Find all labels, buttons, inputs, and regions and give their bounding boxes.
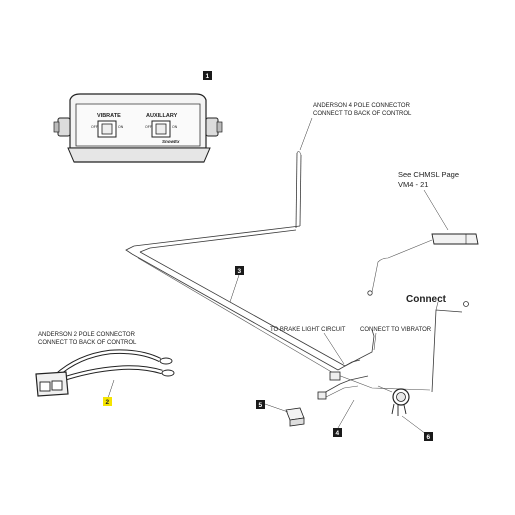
svg-text:1: 1 <box>206 73 210 80</box>
anderson-2-pole-label: ANDERSON 2 POLE CONNECTOR <box>38 332 136 338</box>
main-harness <box>125 151 479 393</box>
brand-logo: SnowEx <box>162 139 180 144</box>
part-tag-2: 2 <box>103 397 112 406</box>
connect-label: Connect <box>406 294 447 305</box>
chmsl-label: See CHMSL Page <box>398 170 459 179</box>
control-box: VIBRATE AUXILLARY OFF ON OFF ON SnowEx <box>53 93 223 163</box>
part-tag-5: 5 <box>256 400 265 409</box>
chmsl-page-label: VM4 - 21 <box>398 180 428 189</box>
part-tag-4: 4 <box>333 428 342 437</box>
svg-text:6: 6 <box>427 434 431 441</box>
svg-text:3: 3 <box>238 268 242 275</box>
anderson-2-pole-pigtail <box>35 349 175 397</box>
brake-light-label: TO BRAKE LIGHT CIRCUIT <box>270 327 346 333</box>
auxiliary-off-label: OFF <box>145 125 152 129</box>
anderson-4-pole-sublabel: CONNECT TO BACK OF CONTROL <box>313 111 412 117</box>
part-5-connector <box>285 407 305 427</box>
vibrate-label: VIBRATE <box>97 113 121 119</box>
vibrate-off-label: OFF <box>91 125 98 129</box>
auxiliary-on-label: ON <box>172 125 178 129</box>
auxiliary-label: AUXILLARY <box>146 113 178 119</box>
anderson-4-pole-label: ANDERSON 4 POLE CONNECTOR <box>313 103 411 109</box>
part-tag-6: 6 <box>424 432 433 441</box>
vibrate-on-label: ON <box>118 125 124 129</box>
svg-text:5: 5 <box>259 402 263 409</box>
vibrator-label: CONNECT TO VIBRATOR <box>360 327 432 333</box>
part-4-harness <box>317 375 369 400</box>
svg-text:2: 2 <box>106 399 110 406</box>
part-tag-1: 1 <box>203 71 212 80</box>
part-6-vibrator-unit <box>377 385 410 416</box>
anderson-2-pole-sublabel: CONNECT TO BACK OF CONTROL <box>38 340 137 346</box>
part-tag-3: 3 <box>235 266 244 275</box>
svg-text:4: 4 <box>336 430 340 437</box>
